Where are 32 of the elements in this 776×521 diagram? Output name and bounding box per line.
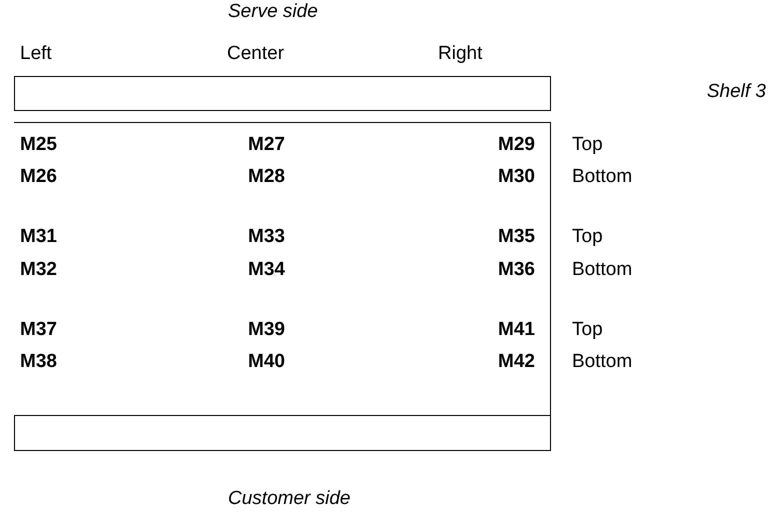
position-code: M32 xyxy=(20,259,57,281)
column-header: Center xyxy=(227,43,284,65)
position-code: M34 xyxy=(248,259,285,281)
row-label: Bottom xyxy=(572,166,632,188)
position-code: M28 xyxy=(248,166,285,188)
position-code: M26 xyxy=(20,166,57,188)
row-label: Top xyxy=(572,226,603,248)
position-code: M31 xyxy=(20,226,57,248)
row-label: Bottom xyxy=(572,259,632,281)
position-code: M36 xyxy=(498,259,535,281)
position-code: M42 xyxy=(498,351,535,373)
shelf-bar xyxy=(14,415,551,451)
row-label: Top xyxy=(572,134,603,156)
position-code: M38 xyxy=(20,351,57,373)
shelf-bar xyxy=(14,76,551,111)
row-label: Bottom xyxy=(572,351,632,373)
position-code: M29 xyxy=(498,134,535,156)
side-label: Serve side xyxy=(228,1,318,23)
position-code: M39 xyxy=(248,319,285,341)
position-code: M30 xyxy=(498,166,535,188)
position-code: M27 xyxy=(248,134,285,156)
side-label: Customer side xyxy=(228,488,350,510)
position-code: M40 xyxy=(248,351,285,373)
position-code: M35 xyxy=(498,226,535,248)
position-code: M41 xyxy=(498,319,535,341)
position-code: M25 xyxy=(20,134,57,156)
row-label: Top xyxy=(572,319,603,341)
position-code: M37 xyxy=(20,319,57,341)
column-header: Left xyxy=(20,43,52,65)
column-header: Right xyxy=(438,43,482,65)
position-code: M33 xyxy=(248,226,285,248)
shelf-label: Shelf 3 xyxy=(706,81,766,103)
